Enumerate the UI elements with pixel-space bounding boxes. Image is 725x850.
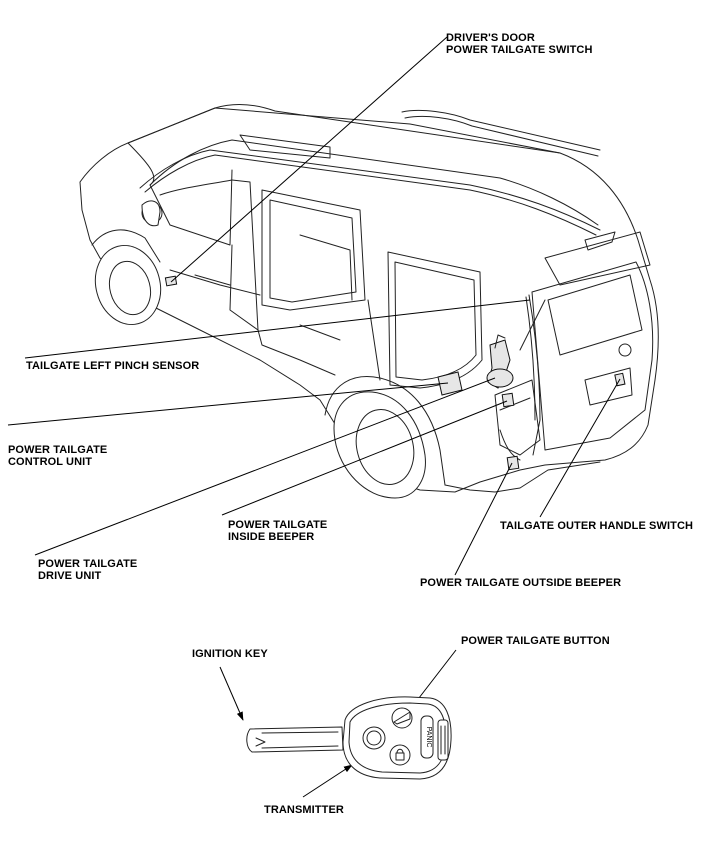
panic-label: PANIC (425, 727, 432, 748)
vehicle-illustration (79, 103, 659, 499)
label-line: IGNITION KEY (192, 648, 268, 660)
label-line: POWER TAILGATE (38, 558, 138, 570)
label-line: POWER TAILGATE SWITCH (446, 44, 593, 56)
label-line: TAILGATE LEFT PINCH SENSOR (26, 360, 200, 372)
key-fob-illustration: PANIC (246, 696, 452, 780)
label-power-tailgate-button: POWER TAILGATE BUTTON (461, 635, 610, 647)
leader-lines (7, 36, 621, 798)
label-line: INSIDE BEEPER (228, 531, 315, 543)
label-drivers-door-power-tailgate-switch: DRIVER'S DOOR POWER TAILGATE SWITCH (446, 32, 593, 56)
label-power-tailgate-inside-beeper: POWER TAILGATE INSIDE BEEPER (228, 519, 327, 543)
label-transmitter: TRANSMITTER (264, 804, 344, 816)
label-line: TAILGATE OUTER HANDLE SWITCH (500, 520, 694, 532)
label-line: CONTROL UNIT (8, 456, 93, 468)
label-line: POWER TAILGATE BUTTON (461, 635, 610, 647)
label-line: TRANSMITTER (264, 804, 344, 816)
label-power-tailgate-outside-beeper: POWER TAILGATE OUTSIDE BEEPER (420, 577, 621, 589)
label-line: DRIVER'S DOOR (446, 32, 535, 44)
label-line: DRIVE UNIT (38, 570, 102, 582)
label-tailgate-outer-handle-switch: TAILGATE OUTER HANDLE SWITCH (500, 520, 693, 532)
label-power-tailgate-drive-unit: POWER TAILGATE DRIVE UNIT (38, 558, 137, 582)
label-line: POWER TAILGATE (228, 519, 328, 531)
label-power-tailgate-control-unit: POWER TAILGATE CONTROL UNIT (8, 444, 107, 468)
label-tailgate-left-pinch-sensor: TAILGATE LEFT PINCH SENSOR (26, 360, 199, 372)
label-line: POWER TAILGATE OUTSIDE BEEPER (420, 577, 622, 589)
label-line: POWER TAILGATE (8, 444, 108, 456)
label-ignition-key: IGNITION KEY (192, 648, 268, 660)
